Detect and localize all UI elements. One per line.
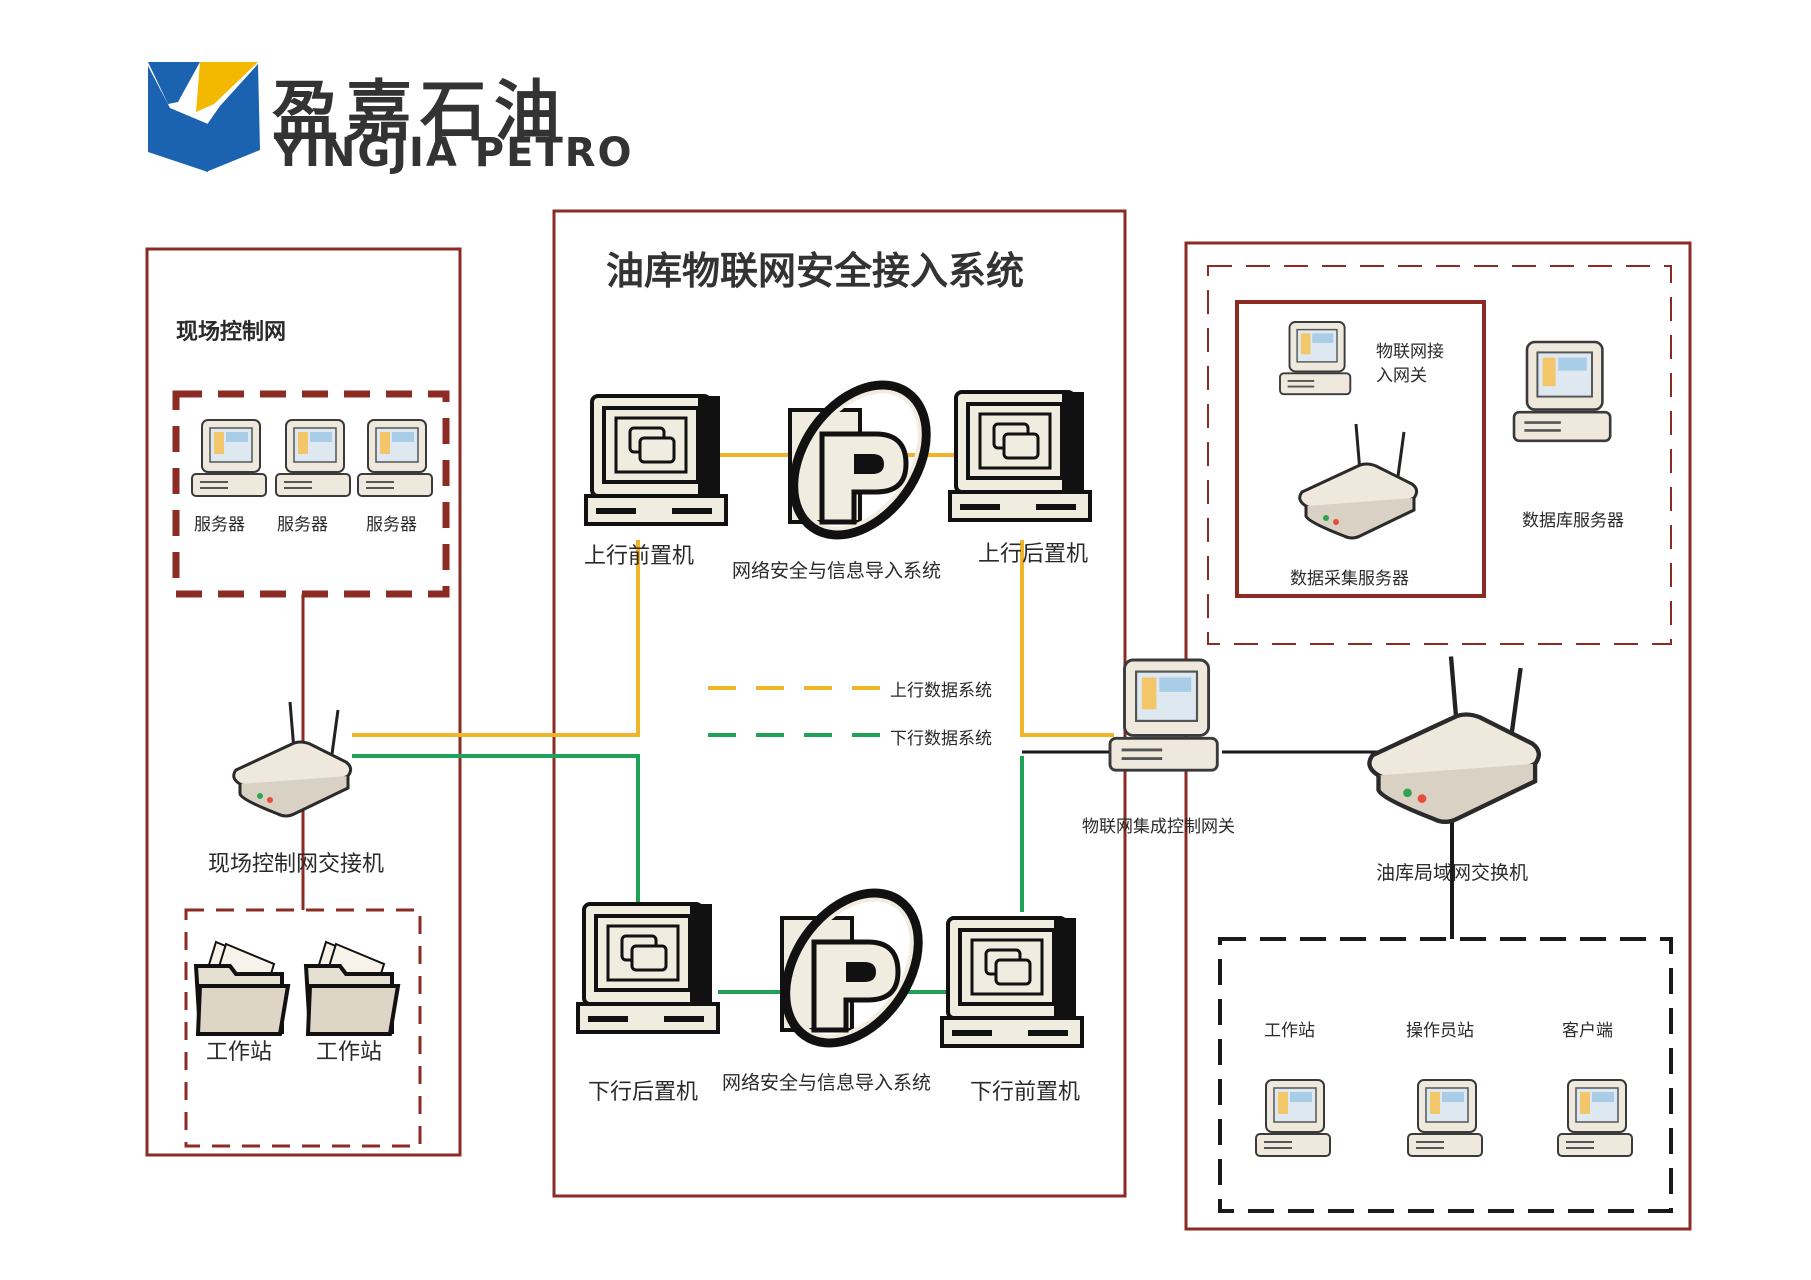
down-back-label: 下行后置机 [588,1080,699,1105]
brand-name-cn: 盈嘉石油 [272,73,568,150]
folder-label-1: 工作站 [206,1040,273,1065]
field-switch-label: 现场控制网交接机 [208,852,385,877]
security-system-icon-bottom [759,869,945,1068]
operator-station-label: 操作员站 [1406,1021,1474,1041]
client-label: 客户端 [1562,1021,1613,1041]
security-system-label-bottom: 网络安全与信息导入系统 [722,1072,932,1094]
folder-icon-2 [304,940,400,1036]
folder-icon-1 [194,940,290,1036]
server-icon-3 [357,419,433,497]
client-pc-icon [1557,1079,1633,1157]
left-section-frame [145,247,462,1157]
down-back-terminal-icon [576,902,720,1034]
lan-switch-icon [1369,657,1538,822]
brand-name-en: YINGJIA PETRO [274,130,634,176]
db-server-label: 数据库服务器 [1522,511,1624,531]
up-front-terminal-icon [584,394,728,526]
iot-access-gateway-icon [1279,321,1352,396]
server-label-3: 服务器 [366,515,417,535]
security-system-icon-top [767,361,953,560]
workstation-label: 工作站 [1264,1021,1315,1041]
up-front-label: 上行前置机 [584,544,695,569]
legend-downlink-label: 下行数据系统 [890,729,992,749]
legend-uplink-label: 上行数据系统 [890,681,992,701]
server-icon-1 [191,419,267,497]
server-group-box [172,390,450,598]
server-label-2: 服务器 [277,515,328,535]
iot-gateway-box [1235,300,1486,598]
left-section-title: 现场控制网 [176,320,287,345]
data-collect-router-icon [1298,422,1419,540]
integrated-gateway-icon [1108,658,1219,772]
up-back-terminal-icon [948,390,1092,522]
down-front-label: 下行前置机 [970,1080,1081,1105]
field-switch-icon [232,700,353,818]
workstation-group-box [184,908,422,1148]
downlink-line [352,754,640,904]
uplink-line [352,540,640,737]
workstation-pc-icon [1255,1079,1331,1157]
security-system-label-top: 网络安全与信息导入系统 [732,560,942,582]
integrated-gateway-label: 物联网集成控制网关 [1082,817,1235,837]
brand-logo-mark [148,62,260,172]
client-group-box [1218,937,1673,1213]
server-icon-2 [275,419,351,497]
lan-switch-label: 油库局域网交换机 [1376,862,1529,884]
down-front-terminal-icon [940,916,1084,1048]
center-section-title: 油库物联网安全接入系统 [606,249,1025,293]
iot-access-gateway-label: 物联网接入网关 [1376,342,1444,386]
right-top-dashed-box [1207,265,1672,645]
server-label-1: 服务器 [194,515,245,535]
operator-pc-icon [1407,1079,1483,1157]
folder-label-2: 工作站 [316,1040,383,1065]
data-collect-server-label: 数据采集服务器 [1290,569,1409,589]
db-server-icon [1512,340,1612,443]
up-back-label: 上行后置机 [978,542,1089,567]
